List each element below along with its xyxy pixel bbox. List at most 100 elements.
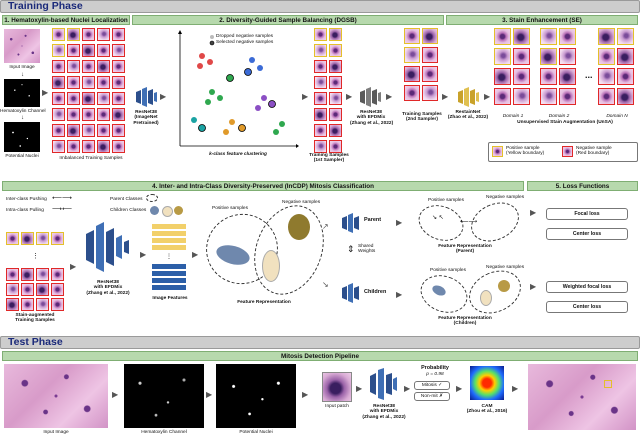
mitosis-result: Mitosis ✓ <box>414 381 450 390</box>
image-features-label: Image Features <box>152 296 188 301</box>
training-samples-2nd-grid <box>404 28 440 110</box>
arrow-s2b: ▶ <box>302 92 309 101</box>
test-arrow-4: ▶ <box>356 384 363 393</box>
test-arrow-7: ▶ <box>512 384 519 393</box>
children-class-swatch-1 <box>150 206 159 215</box>
input-image <box>4 29 40 63</box>
test-input-patch <box>322 372 352 402</box>
training-phase-title: Training Phase <box>8 0 83 12</box>
intra-class-label: Intra-class Pulling <box>6 208 44 213</box>
restainnet-label: RestainNet(Zhao et al., 2022) <box>447 110 489 121</box>
section-3-bar: 3. Stain Enhancement (SE) <box>446 15 638 25</box>
arrow-s1: ▶ <box>42 88 49 97</box>
arrow-s3b: ▶ <box>484 92 491 101</box>
children-class-swatch-2 <box>162 206 173 217</box>
samples-vdots: ⋮ <box>32 253 39 260</box>
test-input-patch-label: Input patch <box>325 404 349 409</box>
test-potential-nuclei-image <box>216 364 296 428</box>
training-samples-2nd-label: Training Samples(2nd Sampler) <box>402 112 442 123</box>
nonmit-result: Non-mit ✗ <box>414 392 450 401</box>
domain-2-grid <box>540 28 578 112</box>
arrow-s4b: ▶ <box>140 250 147 259</box>
resnet38-imagenet-icon <box>136 87 157 107</box>
parent-label: Parent <box>364 217 382 223</box>
arrow-s2c: ▶ <box>346 92 353 101</box>
imbalanced-samples-grid <box>52 28 134 154</box>
negative-sample-swatch <box>562 146 573 157</box>
test-input-image <box>4 364 108 428</box>
imbalanced-label: Imbalanced Training Samples <box>59 156 123 161</box>
arrow-parent-out: ▶ <box>396 218 403 227</box>
center-loss-box-2: Center loss <box>546 301 628 313</box>
test-hematoxylin-label: Hematoxylin Channel <box>141 430 187 435</box>
inter-class-label: Inter-class Pushing <box>6 197 47 202</box>
intra-arrow-icon: ⟶⟵ <box>52 206 73 213</box>
test-arrow-6: ▶ <box>456 384 463 393</box>
children-pos-label: Positive samples <box>430 268 466 273</box>
arrow-to-weighted: ▶ <box>530 282 537 291</box>
test-phase-title: Test Phase <box>8 336 63 348</box>
children-blob-light <box>480 290 492 306</box>
hematoxylin-label: Hematoxylin Channel <box>0 109 46 114</box>
children-class-swatch-3 <box>174 206 183 215</box>
child-cluster-light <box>262 250 280 282</box>
cluster-points <box>191 53 285 135</box>
child-cluster-olive <box>288 214 310 240</box>
feature-clustering-scatter <box>178 30 299 148</box>
parent-classes-label: Parent Classes <box>110 197 143 202</box>
cam-label: CAM(Zhou et al., 2016) <box>466 404 508 415</box>
sample-legend-box <box>488 142 638 162</box>
test-phase-bar <box>0 336 640 349</box>
fr-children-label: Feature Representation(Children) <box>438 316 492 327</box>
arrow-children-out: ▶ <box>396 290 403 299</box>
arrow-to-children: ↘ <box>322 280 329 289</box>
training-samples-1st-grid <box>314 28 344 153</box>
image-features-stack: ⋮ <box>152 224 188 294</box>
s4-positive-samples-label: Positive samples <box>212 206 248 211</box>
test-input-label: Input Image <box>43 430 69 435</box>
fr-parent-label: Feature Representation(Parent) <box>438 244 492 255</box>
legend-dropped-label: Dropped negative samples <box>216 34 274 39</box>
test-arrow-1: ▶ <box>112 390 119 399</box>
arrow-s4a: ▶ <box>70 262 77 271</box>
test-potential-nuclei-label: Potential Nuclei <box>239 430 273 435</box>
children-classes-label: Children Classes <box>110 208 147 213</box>
potential-nuclei-label: Potential Nuclei <box>5 154 39 159</box>
center-loss-box-1: Center loss <box>546 228 628 240</box>
test-hematoxylin-image <box>124 364 204 428</box>
children-net-icon <box>342 283 359 303</box>
cam-heatmap <box>470 366 504 400</box>
domain-ellipsis: ... <box>585 70 593 80</box>
children-neg-ellipse <box>462 262 528 322</box>
arrow-to-parent: ↗ <box>322 222 329 231</box>
arrow-s2a: ▶ <box>160 92 167 101</box>
arrow-to-focal: ▶ <box>530 208 537 217</box>
positive-sample-swatch <box>492 146 503 157</box>
input-image-label: Input Image <box>9 65 35 70</box>
s4-feature-rep-label: Feature Representation <box>237 300 291 305</box>
negative-sample-label: Negative sample(Red boundary) <box>576 146 612 157</box>
inter-arrow-icon: ⟵⟶ <box>52 195 73 202</box>
pipeline-bar: Mitosis Detection Pipeline <box>2 351 638 361</box>
legend-selected-label: Selected negative samples <box>216 40 274 45</box>
restainnet-icon <box>458 87 479 107</box>
stain-augmented-top <box>6 232 66 246</box>
parent-intra-arrows: ↘ ↖ <box>432 215 444 221</box>
shared-weights-arrow: ⇕ <box>347 244 355 254</box>
section-1-bar: 1. Hematoxylin-based Nuclei Localization <box>2 15 130 25</box>
training-phase-bar <box>0 0 640 13</box>
arrow-s3a: ▶ <box>442 92 449 101</box>
hematoxylin-channel-image <box>4 79 40 107</box>
positive-sample-label: Positive sample(Yellow boundary) <box>506 146 545 157</box>
domain-2-label: Domain 2 <box>548 114 570 119</box>
test-arrow-5: ▶ <box>404 384 411 393</box>
focal-loss-box: Focal loss <box>546 208 628 220</box>
stain-augmented-bottom <box>6 268 66 312</box>
section-4-bar: 4. Inter- and Intra-Class Diversity-Pres… <box>2 181 524 191</box>
arrow-s4c: ▶ <box>192 250 199 259</box>
